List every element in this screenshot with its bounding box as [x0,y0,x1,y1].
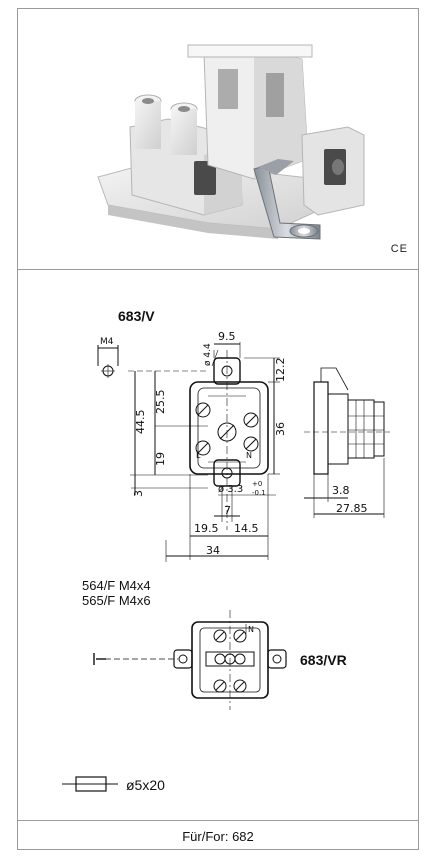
dim-7: 7 [224,504,231,517]
dim-m4: M4 [100,337,114,347]
model-label: 683/V [118,308,155,324]
dim-19-5: 19.5 [194,522,219,535]
variant-564f: 564/F M4x4 [82,578,151,593]
assembly-terminal-n: N [248,625,254,634]
variant-label-683vr: 683/VR [300,652,347,668]
terminal-l: L [196,451,201,460]
fuse-holder-photo [97,44,365,240]
dim-27-85: 27.85 [336,502,368,515]
dim-3: 3 [132,490,145,497]
product-photo-panel: CE [17,8,419,270]
dim-tolerance-plus: +0 [252,480,262,488]
dim-12-2: 12.2 [274,358,287,383]
dim-19-vertical: 19 [154,452,167,466]
dim-3-8: 3.8 [332,484,350,497]
dim-dia-4-4: ø 4.4 [203,343,213,366]
dim-tolerance-minus: -0.1 [252,489,266,497]
footer-panel: Für/For: 682 [17,820,419,850]
dim-34: 34 [206,544,220,557]
dimension-drawing: M4 44.5 3 25.5 19 [62,330,390,792]
fuse-size-label: ø5x20 [126,777,165,793]
technical-drawing-panel: 683/V M4 44.5 3 25.5 19 [17,269,419,821]
dim-36: 36 [274,422,287,436]
variant-565f: 565/F M4x6 [82,593,151,608]
dim-9-5: 9.5 [218,330,236,343]
ce-mark: CE [390,243,408,255]
compatibility-note: Für/For: 682 [182,829,254,844]
dim-25-5: 25.5 [154,390,167,415]
dim-44-5: 44.5 [134,410,147,435]
dim-14-5: 14.5 [234,522,259,535]
dim-dia-3-3: ø 3.3 [218,484,243,495]
variant-list: 564/F M4x4 565/F M4x6 [82,578,151,608]
terminal-n: N [246,451,252,460]
